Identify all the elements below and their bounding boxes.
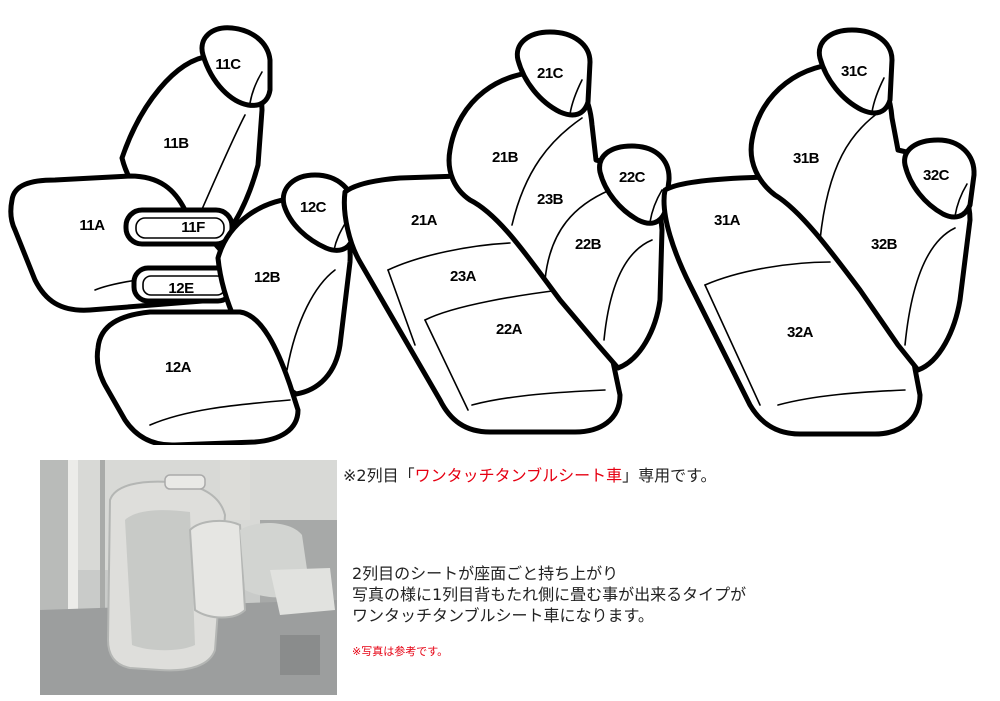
label-32B: 32B (871, 236, 898, 253)
description-line-1: 2列目のシートが座面ごと持ち上がり (352, 564, 619, 583)
tumble-seat-note: ※2列目「ワンタッチタンブルシート車」専用です。 (343, 462, 717, 486)
label-12B: 12B (254, 269, 281, 286)
part-22A (424, 289, 561, 321)
seat-layout-diagram: 11C 11B 11A 11F 12E 12C 12B 12A (8, 25, 977, 445)
seat-row-3: 31C 31B 32C 32B 31A 32A (661, 27, 977, 437)
part-32A (704, 261, 831, 286)
part-31A (661, 173, 923, 437)
label-12A: 12A (165, 359, 192, 376)
label-11F: 11F (181, 219, 205, 236)
label-11C: 11C (215, 56, 241, 73)
description-line-2: 写真の様に1列目背もたれ側に畳む事が出来るタイプが (352, 585, 747, 604)
label-11A: 11A (79, 217, 105, 234)
seat-row-2: 21C 21B 23B 22C 22B 21A 23A 22A (341, 29, 672, 435)
label-31C: 31C (841, 63, 868, 80)
part-21C (514, 29, 593, 118)
part-21A (341, 173, 623, 435)
label-22A: 22A (496, 321, 523, 338)
reference-photo (40, 460, 337, 695)
label-21C: 21C (537, 65, 564, 82)
part-31C (816, 27, 895, 116)
seat-11: 11C 11B 11A 11F 12E (8, 25, 273, 313)
seat-12: 12C 12B 12A (94, 172, 357, 445)
label-23B: 23B (537, 191, 564, 208)
label-31A: 31A (714, 212, 741, 229)
tumble-seat-description: 2列目のシートが座面ごと持ち上がり 写真の様に1列目背もたれ側に畳む事が出来るタ… (352, 563, 746, 626)
note-suffix: 」専用です。 (622, 466, 717, 485)
note-highlight: ワンタッチタンブルシート車 (414, 466, 623, 485)
part-32C (902, 137, 977, 220)
label-21B: 21B (492, 149, 519, 166)
reference-photo-drawing (40, 460, 337, 695)
label-23A: 23A (450, 268, 477, 285)
label-22C: 22C (619, 169, 646, 186)
description-line-3: ワンタッチタンブルシート車になります。 (352, 606, 654, 625)
label-22B: 22B (575, 236, 602, 253)
label-31B: 31B (793, 150, 820, 167)
part-11F (123, 207, 235, 247)
photo-reference-note: ※写真は参考です。 (352, 645, 449, 658)
note-prefix: ※2列目「 (343, 466, 415, 485)
part-23A (387, 242, 511, 271)
part-12A (94, 309, 301, 445)
label-12C: 12C (300, 199, 327, 216)
label-21A: 21A (411, 212, 438, 229)
label-12E: 12E (168, 280, 194, 297)
label-32A: 32A (787, 324, 814, 341)
label-32C: 32C (923, 167, 950, 184)
label-11B: 11B (163, 135, 189, 152)
part-11C (199, 25, 273, 108)
